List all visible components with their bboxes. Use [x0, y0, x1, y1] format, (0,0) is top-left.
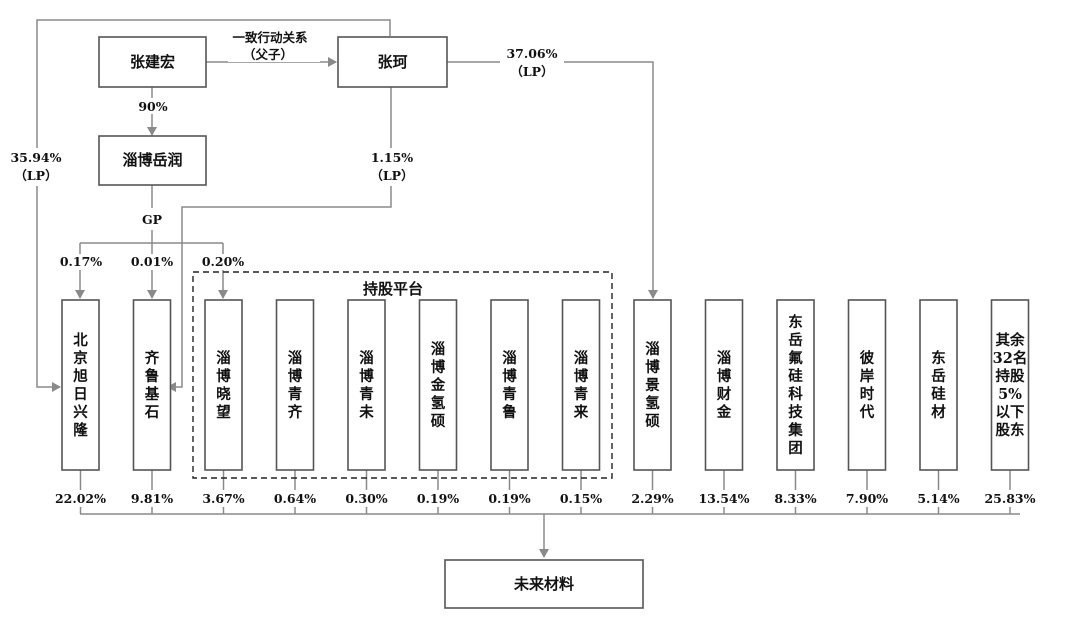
shareholder-name: 淄博青鲁 [502, 349, 517, 421]
gp-pct-xuri: 0.17% [60, 254, 102, 269]
shareholder-name: 北京旭日兴隆 [72, 332, 88, 439]
shareholder-10: 东岳氟硅科技集团 8.33% [769, 299, 822, 507]
shareholder-pct: 0.15% [560, 491, 602, 506]
lp-line-jianhong-to-xuri [36, 19, 391, 392]
lp-line-zhangke-to-jingqingshuo [447, 61, 658, 299]
shareholder-pct: 5.14% [917, 491, 959, 506]
shareholder-pct: 3.67% [202, 491, 244, 506]
shareholder-11: 彼岸时代 7.90% [841, 299, 893, 507]
shareholder-pct: 0.19% [417, 491, 459, 506]
shareholder-name: 淄博青未 [358, 349, 374, 421]
shareholder-name: 淄博青齐 [288, 349, 303, 421]
shareholder-8: 淄博景氢硕 2.29% [626, 299, 679, 507]
shareholder-name: 淄博景氢硕 [645, 340, 660, 430]
shareholder-pct: 2.29% [631, 491, 673, 506]
shareholder-name: 淄博青来 [573, 349, 589, 421]
shareholder-pct: 25.83% [984, 491, 1035, 506]
shareholder-name: 彼岸时代 [859, 349, 875, 421]
shareholder-boxes: 北京旭日兴隆22.02%齐鲁基石9.81%淄博晓望3.67%淄博青齐0.64%淄… [54, 299, 1036, 507]
shareholder-name: 淄博财金 [716, 349, 732, 421]
pct-jianhong-yuerun: 90% [138, 99, 167, 114]
pct-jianhong-lp: 35.94% [10, 150, 61, 165]
shareholder-pct: 0.19% [488, 491, 530, 506]
shareholder-pct: 7.90% [846, 491, 888, 506]
shareholder-name: 齐鲁基石 [144, 349, 160, 421]
shareholder-0: 北京旭日兴隆 22.02% [54, 299, 107, 507]
pct-zhangke-lp1: 1.15% [371, 150, 413, 165]
tag-zhangke-lp2: （LP） [510, 64, 553, 79]
tag-jianhong-lp: （LP） [14, 168, 57, 183]
shareholder-2: 淄博晓望 3.67% [197, 299, 250, 507]
shareholder-name: 淄博金氢硕 [430, 340, 446, 430]
zhang-ke-label: 张珂 [377, 53, 407, 71]
zhang-jianhong-label: 张建宏 [130, 53, 175, 71]
box-zhang-ke: 张珂 [337, 36, 448, 88]
shareholder-pct: 0.64% [274, 491, 316, 506]
box-zibo-yuerun: 淄博岳润 [98, 135, 207, 186]
shareholder-9: 淄博财金 13.54% [698, 299, 750, 507]
shareholder-pct: 8.33% [774, 491, 816, 506]
gp-pct-xiaowang: 0.20% [202, 254, 244, 269]
shareholder-12: 东岳硅材 5.14% [912, 299, 965, 507]
shareholder-pct: 0.30% [345, 491, 387, 506]
shareholder-name: 淄博晓望 [216, 349, 231, 421]
shareholder-name: 东岳硅材 [931, 349, 946, 421]
shareholder-7: 淄博青来 0.15% [555, 299, 607, 507]
box-zhang-jianhong: 张建宏 [98, 36, 207, 88]
gp-pct-qilu: 0.01% [131, 254, 173, 269]
shareholder-pct: 13.54% [698, 491, 749, 506]
shareholder-4: 淄博青未 0.30% [340, 299, 393, 507]
shareholder-pct: 22.02% [55, 491, 106, 506]
shareholder-5: 淄博金氢硕 0.19% [412, 299, 464, 507]
shareholder-name: 东岳氟硅科技集团 [787, 313, 803, 457]
shareholder-3: 淄博青齐 0.64% [269, 299, 321, 507]
concert-action-relation: （父子） [243, 47, 293, 62]
concert-action-label: 一致行动关系 [232, 30, 308, 45]
box-target: 未来材料 [444, 559, 644, 609]
pct-zhangke-lp2: 37.06% [506, 46, 557, 61]
target-label: 未来材料 [513, 575, 574, 593]
holding-platform-label: 持股平台 [363, 280, 423, 298]
shareholder-pct: 9.81% [131, 491, 173, 506]
shareholder-1: 齐鲁基石 9.81% [126, 299, 178, 507]
gp-label: GP [142, 212, 163, 227]
tag-zhangke-lp1: （LP） [370, 168, 413, 183]
shareholder-6: 淄博青鲁 0.19% [483, 299, 536, 507]
holding-platform-frame [192, 271, 613, 479]
zibo-yuerun-label: 淄博岳润 [122, 151, 182, 169]
